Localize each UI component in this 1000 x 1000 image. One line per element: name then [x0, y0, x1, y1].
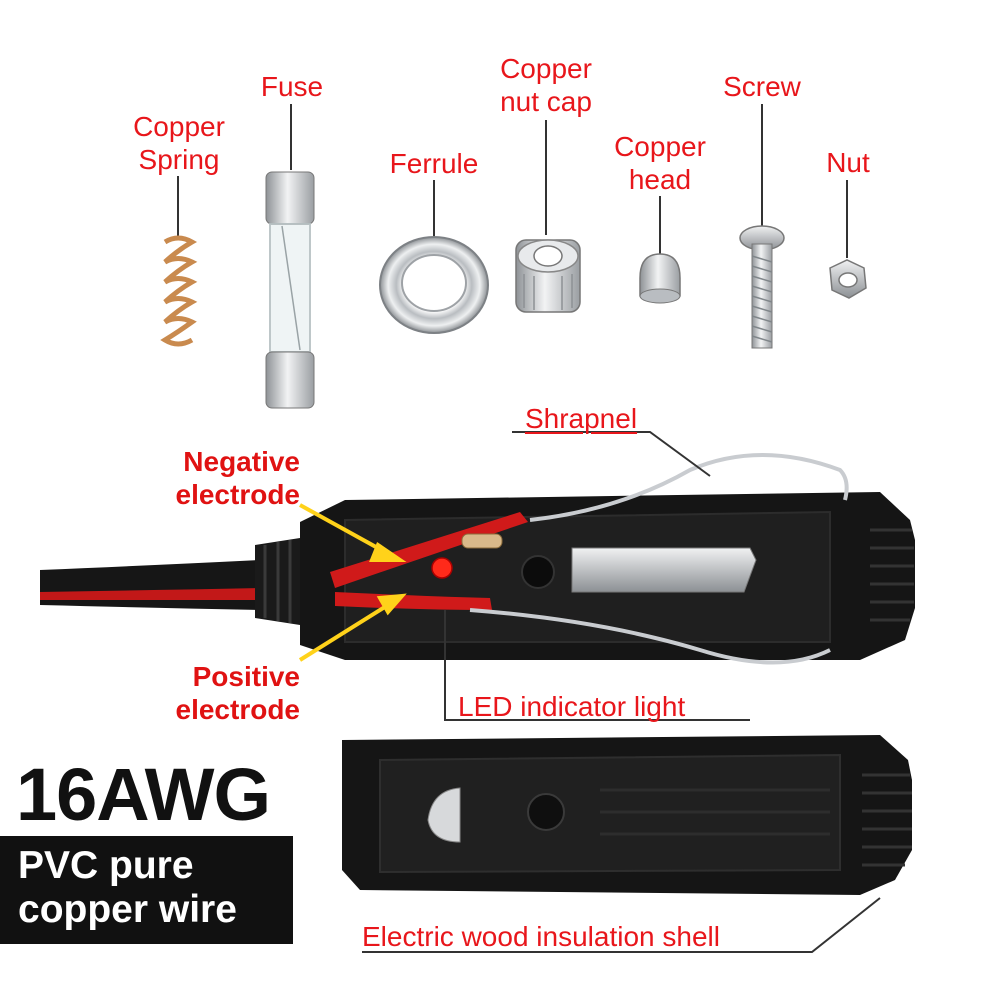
positive-electrode-label-line2: electrode [175, 694, 301, 725]
copper-spring-label: Copper Spring [112, 110, 246, 176]
plug-shell-image [342, 735, 912, 895]
copper-head-label-line2: head [628, 164, 692, 195]
copper-spring-image [160, 235, 198, 347]
copper-head-image [639, 253, 681, 304]
copper-nut-cap-label: Copper nut cap [478, 52, 614, 118]
copper-nut-cap-image [515, 239, 581, 313]
wire-description-line2: copper wire [18, 888, 237, 931]
positive-electrode-label-line1: Positive [192, 661, 300, 692]
cable-image [40, 538, 300, 625]
electrode-arrows [298, 503, 407, 662]
copper-nut-cap-label-line1: Copper [500, 53, 592, 84]
led-indicator-label: LED indicator light [458, 691, 686, 722]
shrapnel-label: Shrapnel [524, 403, 638, 434]
copper-head-label-line1: Copper [614, 131, 706, 162]
wire-description-line1: PVC pure [18, 844, 194, 887]
fuse-image [265, 171, 315, 409]
screw-image [739, 225, 785, 349]
copper-head-label: Copper head [596, 130, 724, 196]
copper-spring-label-line2: Spring [138, 144, 220, 175]
negative-electrode-label-line2: electrode [175, 479, 301, 510]
copper-nut-cap-label-line2: nut cap [500, 86, 592, 117]
negative-electrode-label: Negative electrode [150, 445, 301, 511]
wire-gauge-heading: 16AWG [16, 753, 271, 836]
fuse-label: Fuse [260, 71, 324, 102]
nut-label: Nut [826, 147, 870, 178]
negative-electrode-label-line1: Negative [183, 446, 300, 477]
plug-body-open [300, 453, 915, 665]
wire-description-badge: PVC pure copper wire [0, 836, 293, 944]
insulation-shell-label: Electric wood insulation shell [362, 921, 720, 952]
nut-image [829, 259, 867, 299]
screw-label: Screw [723, 71, 801, 102]
positive-electrode-label: Positive electrode [150, 660, 301, 726]
copper-spring-label-line1: Copper [133, 111, 225, 142]
ferrule-image [379, 236, 489, 334]
ferrule-label: Ferrule [389, 148, 479, 179]
